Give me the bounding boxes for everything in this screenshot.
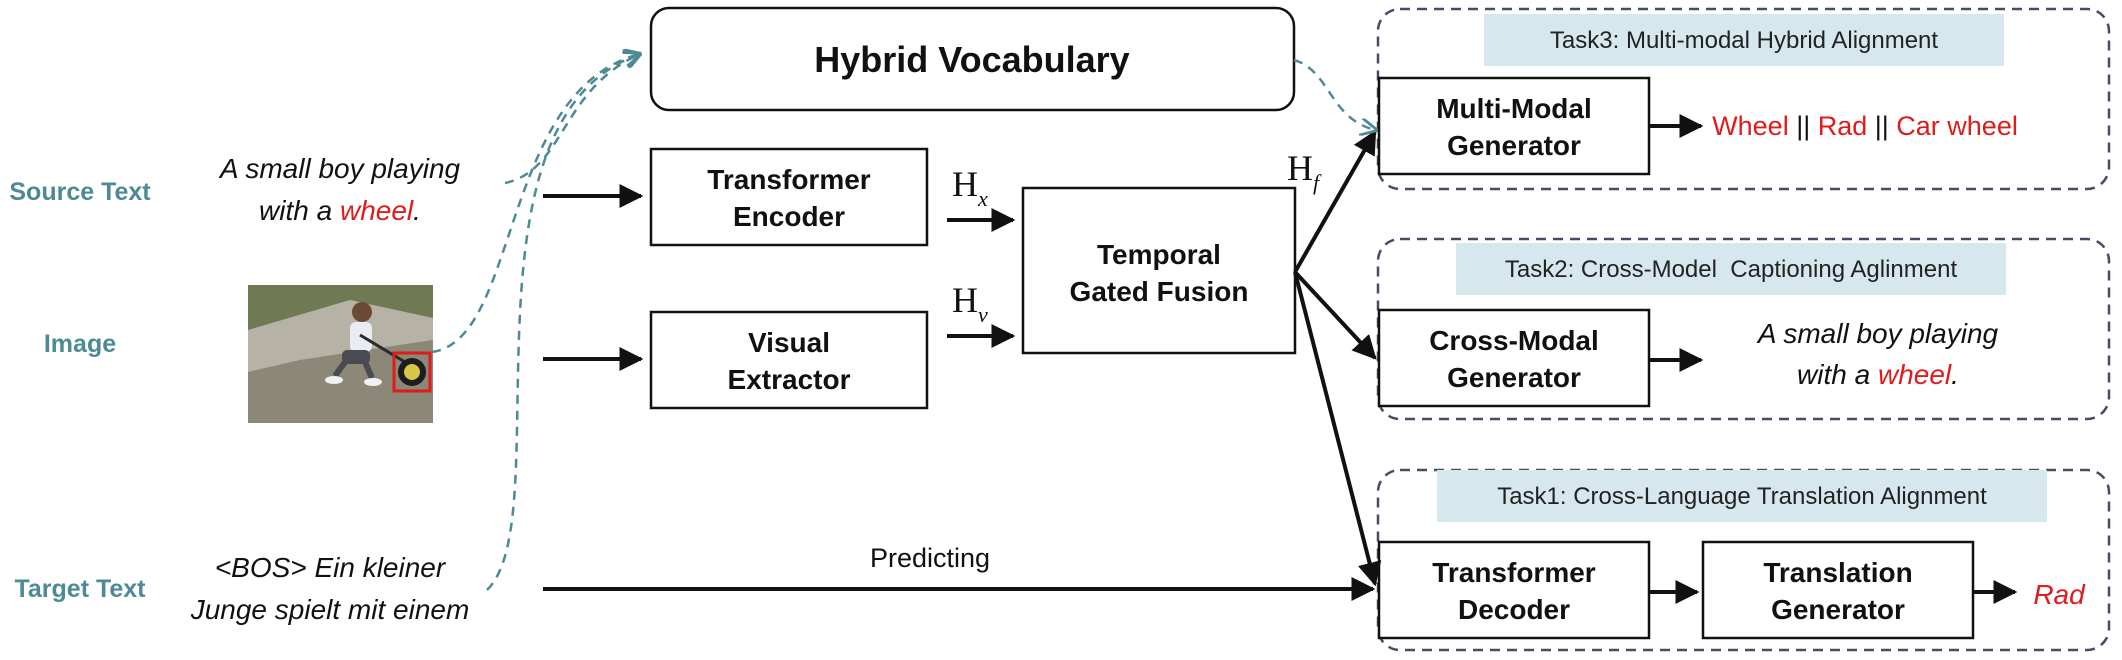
cross-modal-generator-box xyxy=(1377,308,1651,408)
task2-panel xyxy=(1376,237,2111,421)
task3-title-bg xyxy=(1484,14,2004,66)
task2-output-line1: A small boy playing xyxy=(1756,318,1999,349)
solid-arrows xyxy=(543,114,2018,604)
hf-symbol: Hf xyxy=(1287,148,1322,195)
source-text-line1: A small boy playing xyxy=(218,153,461,184)
hv-symbol: Hv xyxy=(952,280,988,327)
encoder-label-line2: Encoder xyxy=(733,201,845,232)
hybrid-vocabulary-label: Hybrid Vocabulary xyxy=(814,39,1129,80)
multi-modal-generator-line2: Generator xyxy=(1447,130,1581,161)
temporal-gated-fusion-box xyxy=(1021,186,1297,355)
visual-extractor-box xyxy=(649,310,929,410)
dashed-arrows xyxy=(431,54,1376,591)
visual-label-line1: Visual xyxy=(748,327,830,358)
translation-generator-box xyxy=(1701,540,1975,640)
cross-modal-generator-line2: Generator xyxy=(1447,362,1581,393)
cross-modal-generator-line1: Cross-Modal xyxy=(1429,325,1599,356)
transformer-encoder-box xyxy=(649,147,929,247)
image-label: Image xyxy=(44,330,116,358)
target-text-line2: Junge spielt mit einem xyxy=(190,594,470,625)
task1-output: Rad xyxy=(2033,579,2086,610)
dashed-vocab-to-multimodal xyxy=(1293,58,1376,130)
translation-label-line1: Translation xyxy=(1763,557,1912,588)
decoder-label-line2: Decoder xyxy=(1458,594,1570,625)
dashed-target-to-vocab xyxy=(486,54,640,591)
task2-title-bg xyxy=(1456,243,2006,295)
source-text-line2: with a wheel. xyxy=(259,195,421,226)
task3-title: Task3: Multi-modal Hybrid Alignment xyxy=(1550,27,1938,54)
target-text-label: Target Text xyxy=(14,575,146,603)
predicting-label: Predicting xyxy=(870,543,990,573)
visual-label-line2: Extractor xyxy=(728,364,851,395)
input-image-thumbnail xyxy=(248,285,433,423)
source-text-label: Source Text xyxy=(9,178,151,206)
task3-output: Wheel || Rad || Car wheel xyxy=(1712,111,2018,141)
dashed-source-to-vocab xyxy=(504,54,640,185)
hx-symbol: Hx xyxy=(952,164,988,211)
task1-title: Task1: Cross-Language Translation Alignm… xyxy=(1497,483,1987,510)
multi-modal-generator-line1: Multi-Modal xyxy=(1436,93,1592,124)
encoder-label-line1: Transformer xyxy=(707,164,870,195)
fusion-label-line1: Temporal xyxy=(1097,239,1221,270)
arrow-fusion-to-multimodal xyxy=(1293,129,1377,273)
dashed-image-to-vocab xyxy=(431,54,640,354)
target-text-line1: <BOS> Ein kleiner xyxy=(215,552,447,583)
task2-output-line2: with a wheel. xyxy=(1797,359,1959,390)
task3-panel xyxy=(1376,7,2111,191)
multi-modal-generator-box xyxy=(1377,76,1651,176)
source-highlight-word: wheel xyxy=(340,195,414,226)
fusion-label-line2: Gated Fusion xyxy=(1070,276,1249,307)
task2-title: Task2: Cross-Model Captioning Aglinment xyxy=(1505,256,1958,283)
translation-label-line2: Generator xyxy=(1771,594,1905,625)
arrow-fusion-to-crossmodal xyxy=(1293,270,1377,360)
decoder-label-line1: Transformer xyxy=(1432,557,1595,588)
task1-title-bg xyxy=(1437,470,2047,522)
hybrid-vocabulary-box xyxy=(649,6,1296,112)
arrow-fusion-to-decoder xyxy=(1293,271,1382,587)
